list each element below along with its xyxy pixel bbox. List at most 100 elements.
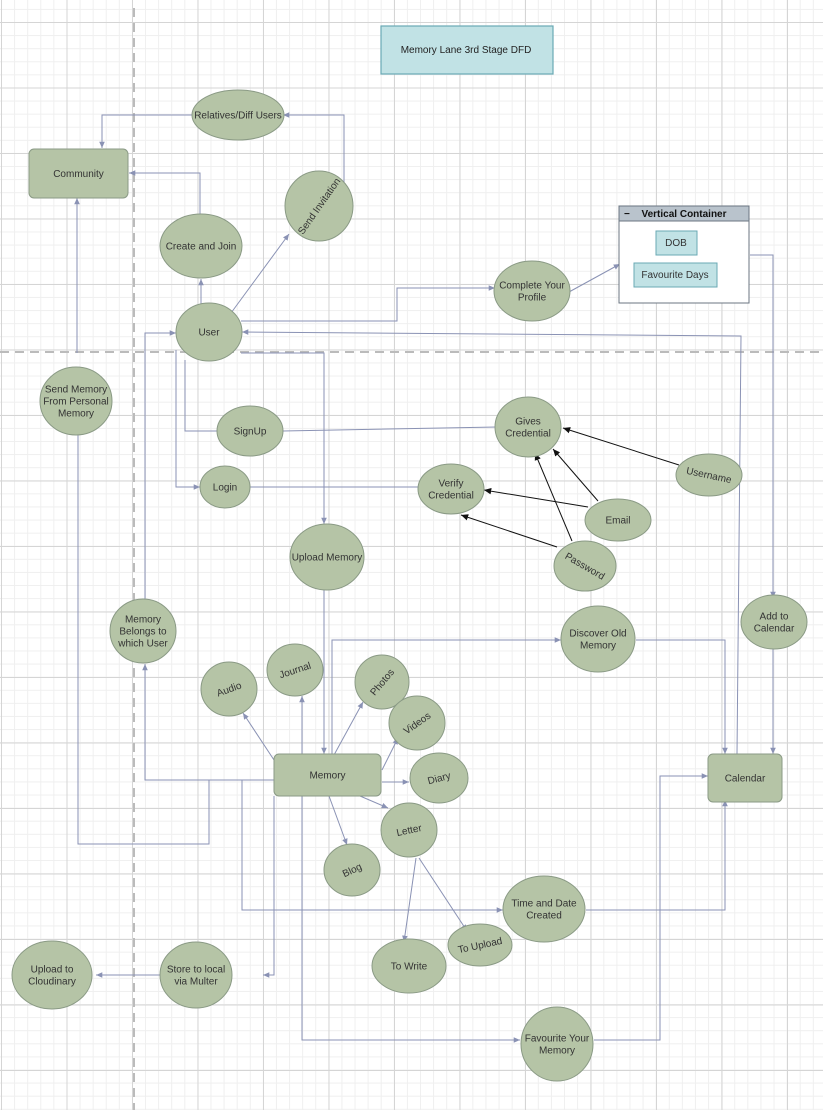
email-label: Email bbox=[605, 516, 630, 527]
to-write-label: To Write bbox=[391, 962, 428, 973]
node-photos[interactable]: Photos bbox=[354, 654, 410, 710]
svg-text:Memory Lane 3rd Stage DFD: Memory Lane 3rd Stage DFD bbox=[401, 45, 532, 56]
node-audio[interactable]: Audio bbox=[200, 661, 258, 717]
edge-user-profile bbox=[241, 285, 495, 322]
edge-memory-discover bbox=[331, 637, 561, 754]
favourite-days-box bbox=[633, 262, 718, 288]
vertical-container[interactable]: − Vertical Container DOB Favourite Days bbox=[618, 205, 750, 304]
login-label: Login bbox=[213, 483, 237, 494]
edge-password-verify bbox=[460, 514, 558, 548]
diagram-title: Memory Lane 3rd Stage DFD bbox=[380, 25, 554, 75]
node-blog[interactable]: Blog bbox=[323, 843, 381, 897]
edge-belongs-user bbox=[144, 330, 176, 600]
edge-user-signup bbox=[184, 360, 218, 432]
node-create-join[interactable]: Create and Join bbox=[159, 213, 243, 279]
edge-timedate-calendar bbox=[586, 800, 728, 911]
node-user[interactable]: User bbox=[175, 302, 243, 362]
node-diary[interactable]: Diary bbox=[409, 752, 469, 804]
credential-edges bbox=[460, 427, 680, 548]
edge-calendar-user bbox=[241, 329, 742, 755]
edge-favourite-calendar bbox=[594, 773, 708, 1041]
calendar-label: Calendar bbox=[725, 774, 766, 785]
edge-memory-timedate bbox=[241, 780, 503, 913]
node-calendar[interactable]: Calendar bbox=[707, 753, 783, 803]
node-memory[interactable]: Memory bbox=[273, 753, 382, 797]
node-community[interactable]: Community bbox=[28, 148, 129, 199]
dob-box bbox=[655, 230, 698, 256]
edge-memory-store bbox=[263, 796, 275, 978]
edges bbox=[74, 112, 776, 1043]
signup-label: SignUp bbox=[234, 427, 267, 438]
edge-letter-write bbox=[402, 857, 417, 943]
edge-memory-belongs bbox=[142, 664, 274, 781]
node-videos[interactable]: Videos bbox=[388, 695, 446, 751]
edge-letter-upload bbox=[418, 857, 468, 932]
dob-label: DOB bbox=[665, 238, 687, 249]
edge-email-gives bbox=[552, 448, 599, 502]
swimlane-lines bbox=[0, 8, 823, 1110]
edge-email-verify bbox=[483, 488, 589, 508]
node-login[interactable]: Login bbox=[199, 465, 251, 509]
edge-password-gives bbox=[534, 452, 573, 542]
relatives-label: Relatives/Diff Users bbox=[194, 111, 282, 122]
node-to-write[interactable]: To Write bbox=[371, 938, 447, 994]
create-join-label: Create and Join bbox=[166, 242, 237, 253]
letter-label: Letter bbox=[396, 823, 424, 839]
node-upload-memory[interactable]: Upload Memory bbox=[289, 523, 365, 591]
node-signup[interactable]: SignUp bbox=[216, 405, 284, 457]
edge-username-gives bbox=[562, 427, 680, 466]
node-journal[interactable]: Journal bbox=[266, 643, 324, 697]
user-label: User bbox=[198, 328, 220, 339]
container-title: Vertical Container bbox=[641, 209, 726, 220]
collapse-icon[interactable]: − bbox=[624, 209, 630, 220]
node-send-invitation[interactable]: Send Invitation bbox=[284, 170, 354, 242]
upload-memory-label: Upload Memory bbox=[292, 553, 363, 564]
edge-create-community bbox=[129, 170, 201, 215]
edge-memory-photos bbox=[333, 701, 364, 756]
edge-user-upload bbox=[241, 352, 327, 524]
edge-signup-gives bbox=[282, 426, 498, 432]
node-email[interactable]: Email bbox=[584, 498, 652, 542]
edge-invite-relatives bbox=[283, 112, 345, 185]
edge-memory-blog bbox=[328, 795, 348, 846]
favourite-days-label: Favourite Days bbox=[641, 270, 708, 281]
node-to-upload[interactable]: To Upload bbox=[447, 923, 513, 967]
node-letter[interactable]: Letter bbox=[380, 802, 438, 858]
node-password[interactable]: Password bbox=[553, 540, 617, 592]
edge-relatives-community bbox=[99, 114, 193, 148]
memory-label: Memory bbox=[309, 771, 345, 782]
edge-profile-container bbox=[568, 263, 621, 293]
node-relatives[interactable]: Relatives/Diff Users bbox=[191, 89, 285, 141]
node-username[interactable]: Username bbox=[675, 453, 743, 497]
edge-memory-audio bbox=[242, 712, 275, 761]
edge-memory-videos bbox=[381, 737, 399, 771]
edge-user-login bbox=[175, 350, 200, 490]
community-label: Community bbox=[53, 169, 104, 180]
edge-memory-sendmem bbox=[75, 410, 210, 845]
edge-discover-calendar bbox=[636, 639, 728, 754]
